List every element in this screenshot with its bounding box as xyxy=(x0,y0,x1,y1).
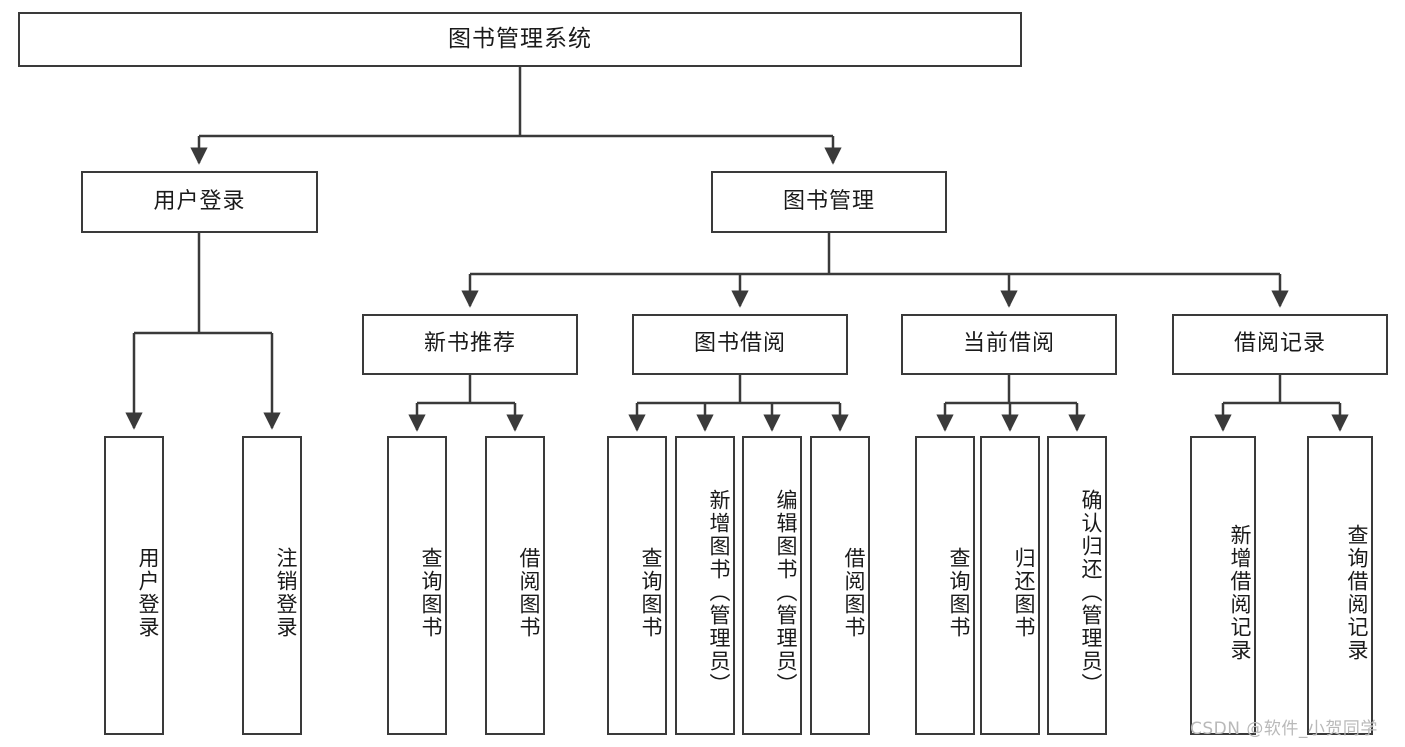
node-leaf-return-book[interactable]: 归还图书 xyxy=(980,436,1040,735)
node-leaf-borrow-book[interactable]: 借阅图书 xyxy=(810,436,870,735)
wire-group-current-borrow xyxy=(936,375,1086,432)
node-user-login-label: 用户登录 xyxy=(153,188,246,214)
node-book-borrow-label: 图书借阅 xyxy=(693,331,786,357)
node-leaf-user-logout-label: 注销登录 xyxy=(274,546,298,639)
wire-group-user-login xyxy=(125,233,281,430)
node-current-borrow[interactable]: 当前借阅 xyxy=(901,314,1117,375)
wire-group-book-manage xyxy=(461,233,1289,308)
node-book-borrow[interactable]: 图书借阅 xyxy=(632,314,848,375)
node-leaf-add-book[interactable]: 新增图书（管理员） xyxy=(675,436,735,735)
node-new-book-rec[interactable]: 新书推荐 xyxy=(362,314,578,375)
node-book-manage[interactable]: 图书管理 xyxy=(711,171,947,233)
node-current-borrow-label: 当前借阅 xyxy=(962,331,1055,357)
node-leaf-borrow-book-label: 借阅图书 xyxy=(842,546,866,639)
node-borrow-record-label: 借阅记录 xyxy=(1233,331,1326,357)
node-leaf-query-record[interactable]: 查询借阅记录 xyxy=(1307,436,1373,735)
node-root[interactable]: 图书管理系统 xyxy=(18,12,1022,67)
node-new-book-rec-label: 新书推荐 xyxy=(423,331,516,357)
node-leaf-edit-book[interactable]: 编辑图书（管理员） xyxy=(742,436,802,735)
node-leaf-borrow-book-rec[interactable]: 借阅图书 xyxy=(485,436,545,735)
node-leaf-query-book-current-label: 查询图书 xyxy=(947,546,971,639)
node-book-manage-label: 图书管理 xyxy=(782,188,875,214)
node-leaf-add-record-label: 新增借阅记录 xyxy=(1228,523,1252,662)
wire-group-book-borrow xyxy=(628,375,849,432)
node-leaf-add-record[interactable]: 新增借阅记录 xyxy=(1190,436,1256,735)
node-leaf-query-book-rec[interactable]: 查询图书 xyxy=(387,436,447,735)
node-leaf-add-book-label: 新增图书（管理员） xyxy=(707,489,731,696)
node-leaf-query-book-rec-label: 查询图书 xyxy=(419,546,443,639)
node-root-label: 图书管理系统 xyxy=(448,25,592,52)
csdn-watermark: CSDN @软件_小贺同学 xyxy=(1190,719,1378,739)
wire-group-borrow-record xyxy=(1214,375,1349,432)
node-leaf-return-book-label: 归还图书 xyxy=(1012,546,1036,639)
node-leaf-confirm-return[interactable]: 确认归还（管理员） xyxy=(1047,436,1107,735)
node-user-login[interactable]: 用户登录 xyxy=(81,171,318,233)
node-leaf-borrow-book-rec-label: 借阅图书 xyxy=(517,546,541,639)
node-leaf-user-login-label: 用户登录 xyxy=(136,546,160,639)
node-leaf-user-login[interactable]: 用户登录 xyxy=(104,436,164,735)
node-leaf-query-book-current[interactable]: 查询图书 xyxy=(915,436,975,735)
node-borrow-record[interactable]: 借阅记录 xyxy=(1172,314,1388,375)
node-leaf-confirm-return-label: 确认归还（管理员） xyxy=(1079,489,1103,696)
node-leaf-query-book-borrow[interactable]: 查询图书 xyxy=(607,436,667,735)
node-leaf-edit-book-label: 编辑图书（管理员） xyxy=(774,489,798,696)
node-leaf-query-book-borrow-label: 查询图书 xyxy=(639,546,663,639)
node-leaf-user-logout[interactable]: 注销登录 xyxy=(242,436,302,735)
node-leaf-query-record-label: 查询借阅记录 xyxy=(1345,523,1369,662)
wire-group-new-book-rec xyxy=(408,375,524,432)
wire-group-root xyxy=(190,67,842,165)
